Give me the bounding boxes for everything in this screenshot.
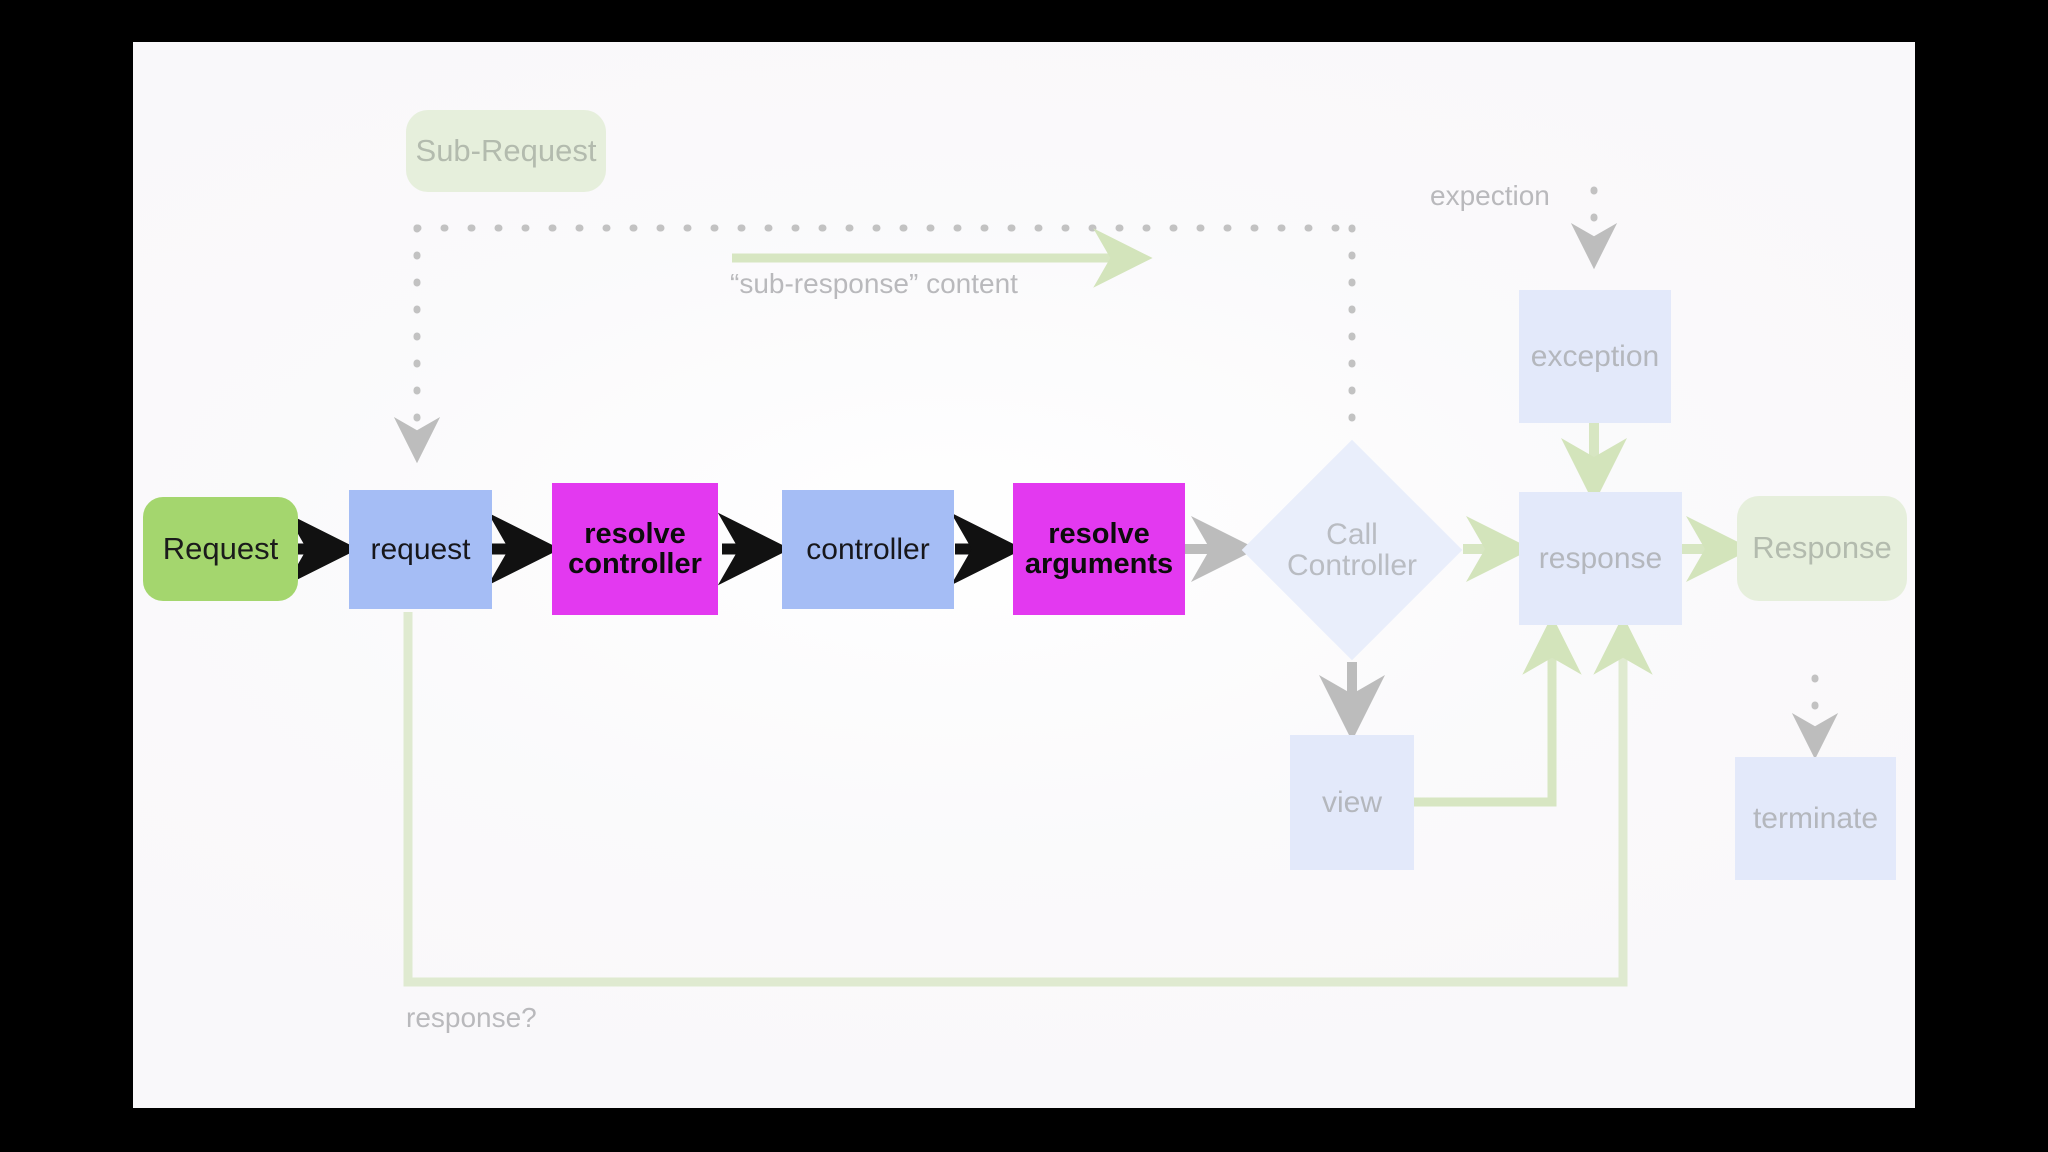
node-request[interactable]: request: [349, 490, 492, 609]
node-request-label: request: [370, 532, 471, 566]
node-view-label: view: [1321, 785, 1382, 819]
node-sub-request[interactable]: Sub-Request: [406, 110, 606, 192]
node-controller[interactable]: controller: [782, 490, 954, 609]
node-controller-label: controller: [806, 532, 930, 566]
node-call-controller-label-line1: Call: [1326, 517, 1378, 551]
node-request-external-label: Request: [162, 530, 279, 566]
node-resolve-controller[interactable]: resolve controller: [552, 483, 718, 615]
node-call-controller-label-line2: Controller: [1286, 549, 1418, 582]
node-resolve-arguments-label-line2: arguments: [1024, 548, 1174, 580]
node-resolve-arguments-label-line1: resolve: [1048, 517, 1150, 550]
node-response-external-label: Response: [1752, 530, 1892, 566]
node-terminate[interactable]: terminate: [1735, 757, 1896, 880]
node-terminate-label: terminate: [1752, 801, 1879, 835]
node-sub-request-label: Sub-Request: [415, 132, 597, 168]
edge-label-sub-response-content: “sub-response” content: [730, 268, 1018, 299]
node-exception-label: exception: [1530, 339, 1660, 373]
edge-label-response-question: response?: [406, 1002, 537, 1033]
node-request-external[interactable]: Request: [143, 497, 298, 601]
node-response-external[interactable]: Response: [1737, 496, 1907, 601]
node-view[interactable]: view: [1290, 735, 1414, 870]
node-resolve-controller-label-line1: resolve: [584, 517, 686, 550]
edge-label-expection: expection: [1430, 180, 1550, 211]
node-exception[interactable]: exception: [1519, 290, 1671, 423]
node-response-label: response: [1538, 541, 1663, 575]
node-resolve-arguments[interactable]: resolve arguments: [1013, 483, 1185, 615]
node-call-controller[interactable]: Call Controller: [1241, 439, 1463, 661]
call-controller-text: Call Controller: [1274, 472, 1430, 628]
node-response[interactable]: response: [1519, 492, 1682, 625]
node-resolve-controller-label-line2: controller: [568, 548, 702, 580]
